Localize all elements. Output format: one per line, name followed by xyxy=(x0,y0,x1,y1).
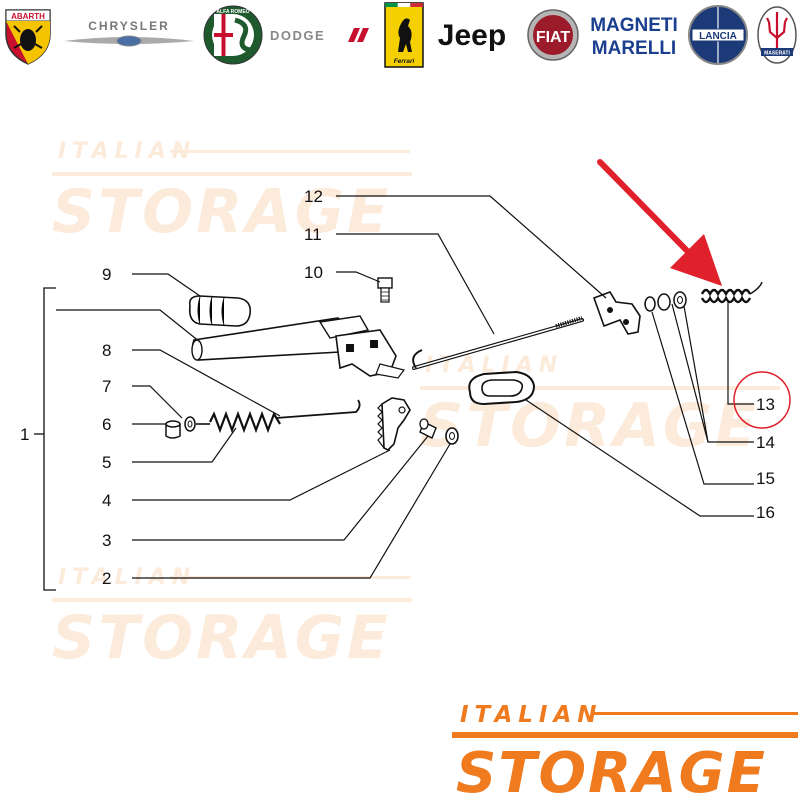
leader-8 xyxy=(132,349,281,417)
leader-lines xyxy=(56,195,754,579)
leader-14b xyxy=(683,305,709,443)
jeep-label: Jeep xyxy=(438,19,506,52)
watermark-top-line2: STORAGE xyxy=(52,177,391,247)
watermark-middle-line2: STORAGE xyxy=(420,391,759,461)
maserati-label: MASERATI xyxy=(764,51,790,57)
leader-4 xyxy=(132,449,391,501)
part-pin xyxy=(419,418,437,439)
leader-11 xyxy=(336,233,495,335)
fiat-logo: FIAT xyxy=(526,4,580,66)
callout-12: 12 xyxy=(304,187,323,206)
ferrari-logo: Ferrari xyxy=(384,2,424,68)
part-bolt xyxy=(377,277,393,303)
leader-1a xyxy=(56,309,201,343)
maserati-logo: MASERATI xyxy=(756,4,798,66)
watermark-top: ITALIAN STORAGE xyxy=(52,139,412,247)
callout-14: 14 xyxy=(756,433,775,452)
alfa-romeo-label: ALFA ROMEO xyxy=(216,9,249,15)
italian-storage-logo: ITALIAN STORAGE xyxy=(452,702,798,800)
callout-4: 4 xyxy=(102,491,111,510)
chrysler-logo: CHRYSLER xyxy=(62,4,196,66)
jeep-logo: Jeep xyxy=(430,4,514,66)
watermark-middle: ITALIAN STORAGE xyxy=(420,353,780,461)
fiat-label: FIAT xyxy=(536,29,571,46)
part-spring xyxy=(700,281,763,304)
highlight-circle xyxy=(733,371,791,429)
leader-16 xyxy=(525,399,754,517)
abarth-label: ABARTH xyxy=(11,12,45,21)
brand-logo-bar: ABARTH CHRYSLER ALFA ROMEO DODGE xyxy=(0,0,800,72)
callout-11: 11 xyxy=(304,225,322,244)
dodge-label: DODGE xyxy=(270,28,325,43)
leader-9 xyxy=(132,273,201,297)
part-ratchet-sector xyxy=(377,397,411,451)
part-bracket xyxy=(592,291,641,335)
leader-12 xyxy=(336,195,607,299)
callout-5: 5 xyxy=(102,453,111,472)
part-grip xyxy=(188,295,252,327)
callout-9: 9 xyxy=(102,265,111,284)
highlight-arrow-icon xyxy=(597,159,722,286)
callout-10: 10 xyxy=(304,263,323,282)
magneti-marelli-logo: MAGNETI MARELLI xyxy=(588,4,680,66)
part-nut xyxy=(184,416,196,432)
part-lever xyxy=(191,315,406,379)
callout-8: 8 xyxy=(102,341,111,360)
part-boot xyxy=(468,370,536,406)
callout-1: 1 xyxy=(20,425,29,444)
part-bushing xyxy=(165,420,181,439)
part-washer xyxy=(445,427,459,445)
alfa-romeo-logo: ALFA ROMEO xyxy=(202,4,264,66)
watermark-top-line1: ITALIAN xyxy=(58,139,196,164)
leader-2 xyxy=(132,443,451,579)
logo-line2: STORAGE xyxy=(456,741,767,800)
logo-line1: ITALIAN xyxy=(460,702,603,728)
leader-13 xyxy=(727,302,754,405)
callout-labels: 1 2 3 4 5 6 7 8 9 10 11 12 13 14 15 16 xyxy=(20,187,775,588)
leader-15 xyxy=(651,311,754,485)
watermark-lower-line2: STORAGE xyxy=(52,603,391,673)
callout-7: 7 xyxy=(102,377,111,396)
part-washers xyxy=(644,291,687,312)
magneti-label: MAGNETI xyxy=(590,15,678,36)
chrysler-label: CHRYSLER xyxy=(88,19,170,33)
leader-5 xyxy=(132,427,237,463)
marelli-label: MARELLI xyxy=(592,38,676,59)
part-compression-spring xyxy=(196,410,281,434)
lancia-logo: LANCIA xyxy=(686,4,750,66)
callout-13: 13 xyxy=(756,395,775,414)
leader-10-placeholder xyxy=(132,268,382,280)
callout-2: 2 xyxy=(102,569,111,588)
callout-3: 3 xyxy=(102,531,111,550)
part-cable xyxy=(275,399,361,419)
assembly-bracket xyxy=(43,287,56,591)
callout-16: 16 xyxy=(756,503,775,522)
leader-3 xyxy=(132,435,429,541)
ferrari-label: Ferrari xyxy=(394,58,415,65)
leader-7 xyxy=(132,385,183,419)
abarth-logo: ABARTH xyxy=(2,4,54,66)
leader-10 xyxy=(336,271,381,283)
dodge-logo: DODGE xyxy=(270,4,374,66)
callout-15: 15 xyxy=(756,469,775,488)
callout-6: 6 xyxy=(102,415,111,434)
lancia-label: LANCIA xyxy=(699,31,737,42)
part-rod xyxy=(412,316,584,370)
